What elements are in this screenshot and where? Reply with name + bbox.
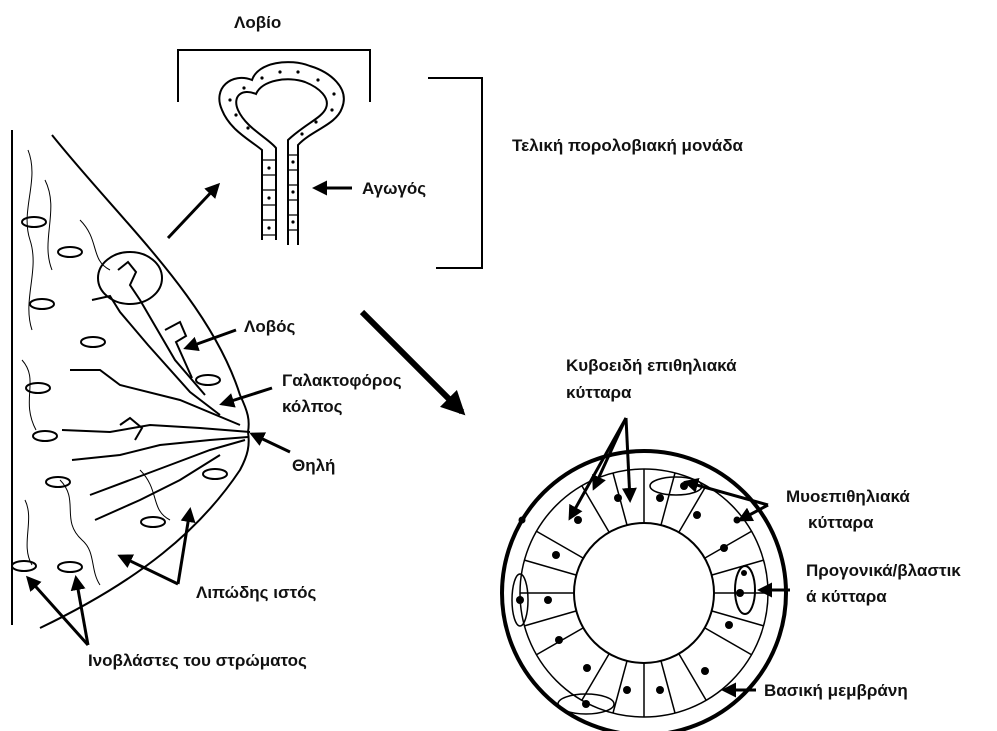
label-fibroblasts: Ινοβλάστες του στρώματος (88, 650, 307, 672)
label-lobe: Λοβός (244, 316, 295, 338)
label-adipose: Λιπώδης ιστός (196, 582, 316, 604)
label-tdlu: Τελική πορολοβιακή μονάδα (512, 135, 743, 157)
arrow-to-lobule (168, 185, 218, 238)
label-progenitor-line1: Προγονικά/βλαστικ (806, 560, 961, 582)
label-lobule: Λοβίο (234, 12, 281, 34)
label-myo-line2: κύτταρα (808, 512, 874, 534)
lobule-illustration (219, 62, 343, 245)
label-sinus-line2: κόλπος (282, 396, 343, 418)
label-cuboidal-line1: Κυβοειδή επιθηλιακά (566, 355, 737, 377)
label-basement: Βασική μεμβράνη (764, 680, 908, 702)
label-myo-line1: Μυοεπιθηλιακά (786, 486, 910, 508)
adipose-arrow-1 (120, 556, 178, 584)
label-nipple: Θηλή (292, 455, 335, 477)
label-cuboidal-line2: κύτταρα (566, 382, 632, 404)
tdlu-bracket (428, 78, 482, 268)
adipose-arrow-2 (178, 510, 190, 584)
label-duct: Αγωγός (362, 178, 426, 200)
sinus-arrow (222, 388, 272, 404)
nipple-arrow (252, 434, 290, 452)
breast-illustration (12, 130, 250, 628)
label-progenitor-line2: ά κύτταρα (806, 586, 887, 608)
arrow-to-acinus (362, 312, 462, 412)
label-sinus-line1: Γαλακτοφόρος (282, 370, 402, 392)
lobule-bracket (178, 50, 370, 102)
